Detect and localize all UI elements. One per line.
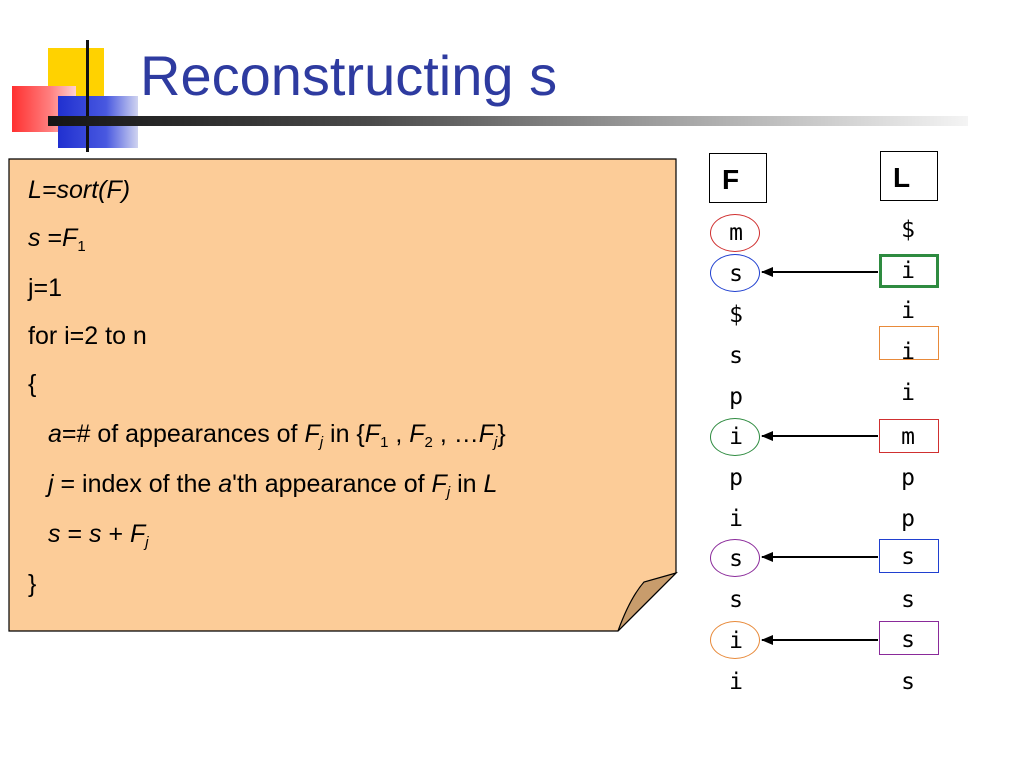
f-highlight-s — [710, 254, 760, 292]
code-line-9: } — [28, 570, 37, 598]
l-char: i — [901, 339, 915, 365]
f-char: p — [729, 384, 743, 410]
code-line-6: a=# of appearances of Fj in {F1 , F2 , …… — [48, 420, 506, 451]
l-char: s — [901, 587, 915, 613]
l-char: i — [901, 380, 915, 406]
l-char: $ — [901, 217, 915, 243]
l-char: s — [901, 669, 915, 695]
f-highlight-s-purple — [710, 539, 760, 577]
f-char: s — [729, 587, 743, 613]
f-char: s — [729, 343, 743, 369]
l-char: i — [901, 258, 915, 284]
f-char: s — [729, 546, 743, 572]
pseudocode-note: L=sort(F) s =F1 j=1 for i=2 to n { a=# o… — [8, 158, 678, 632]
code-line-2: s =F1 — [28, 224, 86, 255]
column-header-l: L — [880, 151, 938, 201]
l-char: s — [901, 627, 915, 653]
l-char: p — [901, 506, 915, 532]
code-line-5: { — [28, 370, 37, 398]
decor-vertical-line — [86, 40, 89, 152]
f-highlight-m — [710, 214, 760, 252]
l-char: i — [901, 298, 915, 324]
l-highlight-orange — [879, 326, 939, 360]
column-header-f: F — [709, 153, 767, 203]
code-line-8: s = s + Fj — [48, 520, 149, 551]
l-char: p — [901, 465, 915, 491]
code-line-7: j = index of the a'th appearance of Fj i… — [48, 470, 498, 501]
f-char: i — [729, 628, 743, 654]
f-char: s — [729, 261, 743, 287]
f-char: i — [729, 506, 743, 532]
slide-title: Reconstructing s — [140, 44, 558, 107]
l-highlight-blue — [879, 539, 939, 573]
code-line-3: j=1 — [28, 274, 63, 302]
l-highlight-red — [879, 419, 939, 453]
f-char: i — [729, 424, 743, 450]
f-char: $ — [729, 302, 743, 328]
l-highlight-green — [879, 254, 939, 288]
l-highlight-purple — [879, 621, 939, 655]
note-shape — [8, 158, 678, 632]
l-char: m — [901, 424, 915, 450]
f-highlight-i — [710, 418, 760, 456]
decor-horizontal-line — [48, 116, 968, 126]
f-char: p — [729, 465, 743, 491]
f-highlight-i-orange — [710, 621, 760, 659]
code-line-4: for i=2 to n — [28, 322, 147, 350]
l-char: s — [901, 544, 915, 570]
code-line-1: L=sort(F) — [28, 176, 131, 204]
f-char: i — [729, 669, 743, 695]
f-char: m — [729, 220, 743, 246]
